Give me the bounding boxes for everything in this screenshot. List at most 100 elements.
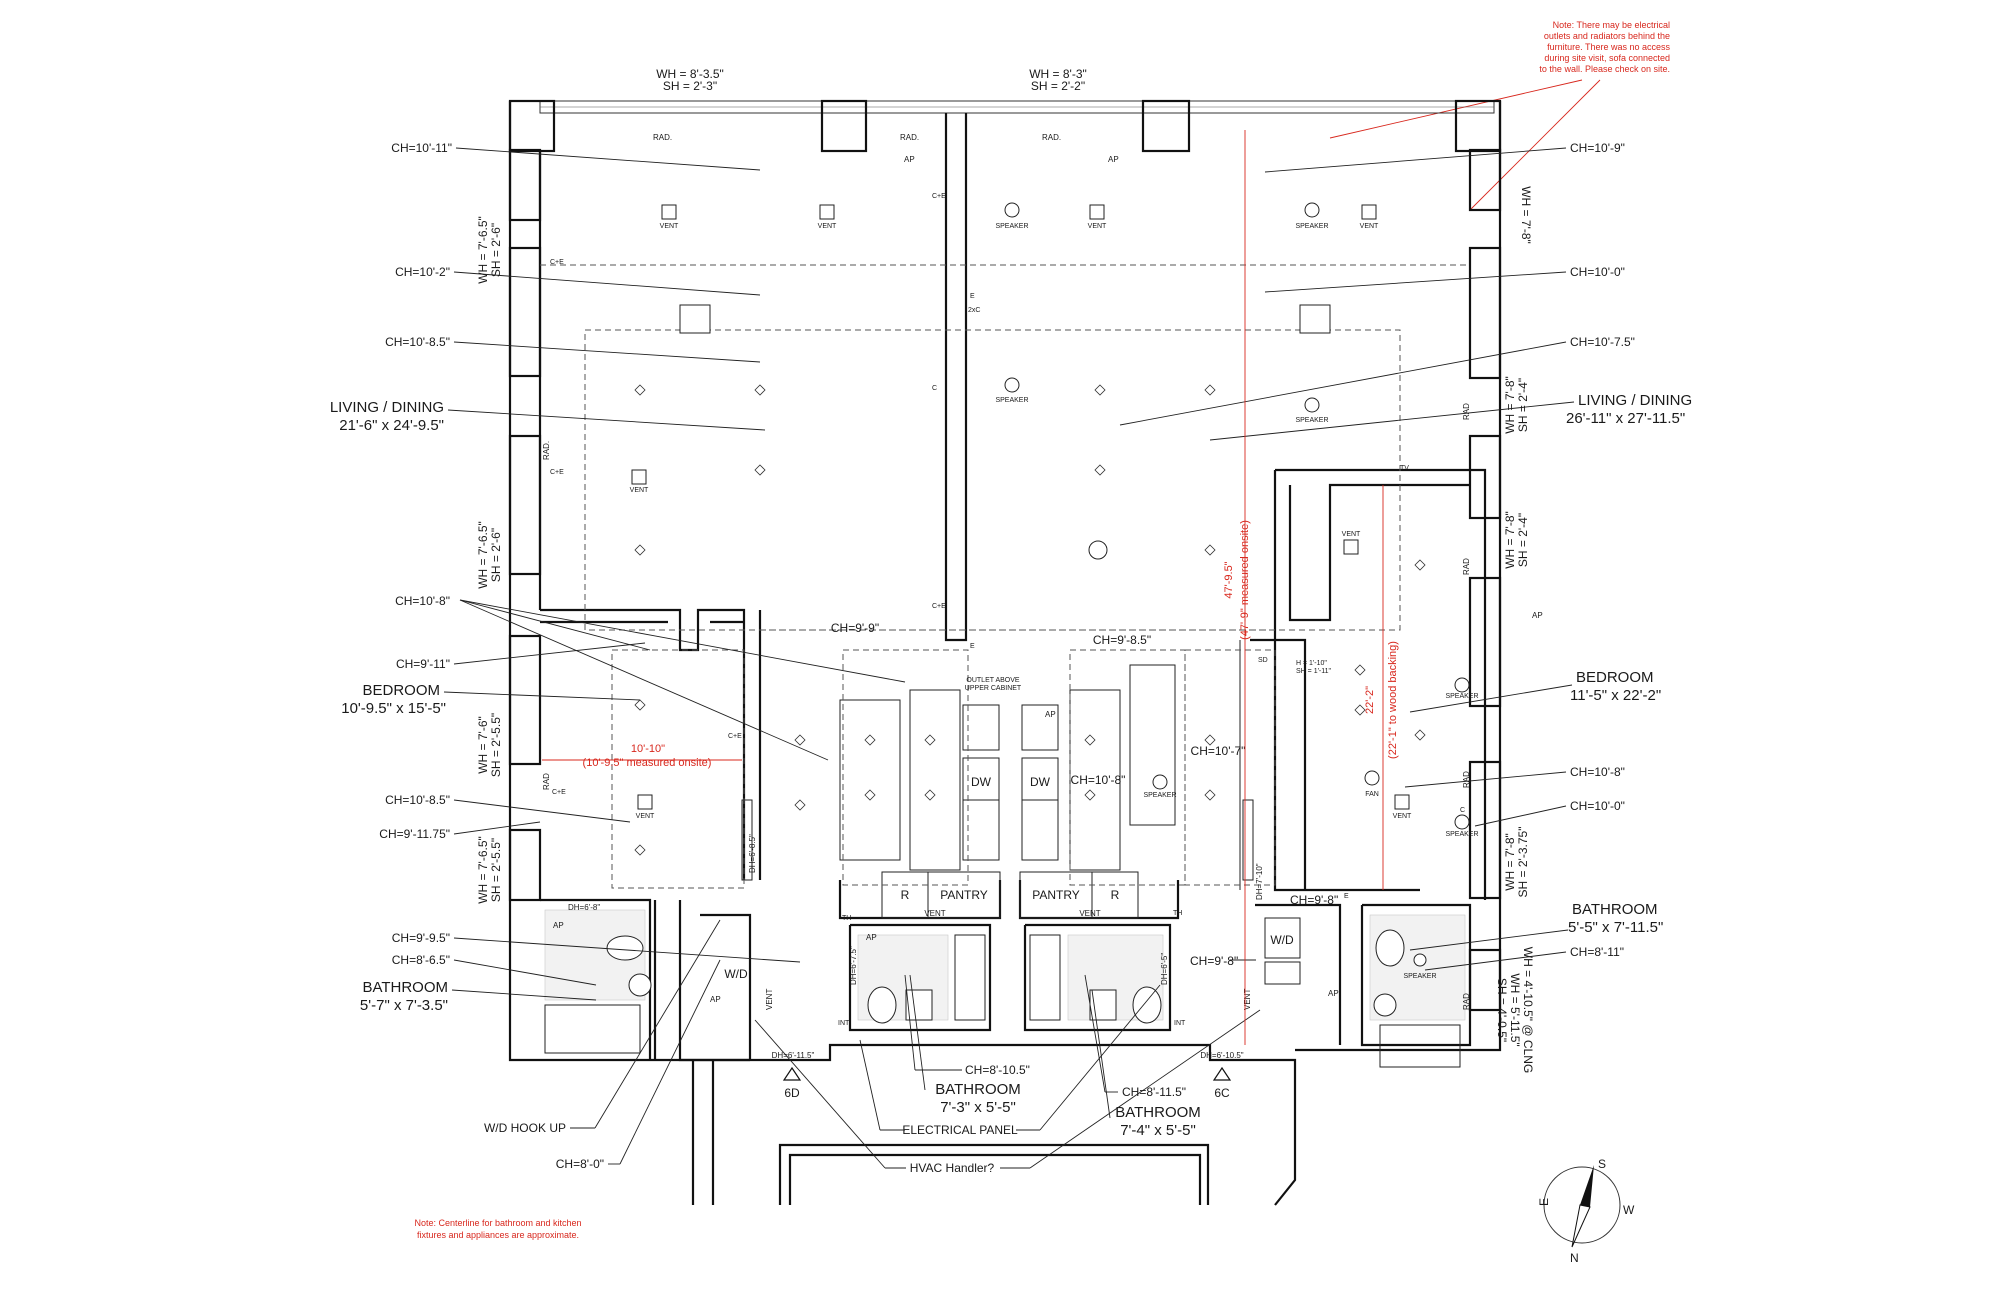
th-label: TH (1173, 910, 1182, 917)
speaker-icon (1413, 953, 1427, 967)
wall-sh-label: SH = 4'-0.5" (1495, 978, 1509, 1042)
note-line-2: outlets and radiators behind the (1544, 31, 1670, 41)
sink-icon (606, 935, 644, 961)
toilet-icon (867, 986, 897, 1024)
room-name-bath-left: BATHROOM (362, 979, 448, 996)
speaker-label: SPEAKER (995, 397, 1028, 404)
ch-label: CH=10'-8" (395, 594, 450, 608)
hvac-label: HVAC Handler? (910, 1161, 995, 1175)
unit-label-6c: 6C (1214, 1086, 1230, 1100)
window-wh-left: WH = 8'-3.5" (656, 67, 724, 81)
wall-sh-label: SH = 2'-5.5" (489, 713, 503, 777)
vent-label: VENT (1342, 531, 1361, 538)
ch-label: CH=8'-11" (1570, 945, 1624, 959)
ch-hall: CH=10'-7" (1191, 744, 1246, 758)
vent-icon (1361, 204, 1377, 220)
wall-sh-label: SH = 2'-4" (1516, 378, 1530, 432)
vent-label: VENT (1393, 813, 1412, 820)
ap-label: AP (1108, 155, 1119, 164)
room-dim-bath-right: 5'-5" x 7'-11.5" (1568, 919, 1663, 936)
room-dim-bath-c2: 7'-4" x 5'-5" (1120, 1122, 1196, 1139)
dim-bed-vertical-note: (22'-1" to wood backing) (1387, 641, 1399, 759)
rad-label: RAD (1462, 771, 1471, 788)
vent-icon (1394, 794, 1410, 810)
ce-label: C+E (552, 789, 566, 796)
left-callouts: CH=10'-11" CH=10'-2" CH=10'-8.5" LIVING … (330, 141, 906, 1171)
wall-wh-label: WH = 7'-6.5" (476, 216, 490, 284)
vent-icon (1343, 539, 1359, 555)
ap-label: AP (710, 995, 721, 1004)
int-label: INT (838, 1020, 850, 1027)
ch-label: CH=10'-7.5" (1570, 335, 1635, 349)
speaker-icon (1304, 397, 1320, 413)
room-name-bath-c2: BATHROOM (1115, 1104, 1201, 1121)
rad-label: RAD. (653, 133, 672, 142)
room-name-bedroom-left: BEDROOM (362, 682, 440, 699)
wall-wh-label: WH = 7'-6.5" (476, 836, 490, 904)
red-dimensions: 10'-10" (10'-9.5" measured onsite) 47'-9… (542, 130, 1399, 1045)
outlet-label-2: UPPER CABINET (965, 685, 1022, 692)
toilet-icon (628, 973, 652, 997)
rad-label: RAD (1462, 993, 1471, 1010)
window-sh-right: SH = 2'-2" (1031, 79, 1085, 93)
sink-icon (1373, 993, 1397, 1017)
wall-sh-label: SH = 2'-3.75" (1516, 827, 1530, 898)
fixture-note-1: Note: Centerline for bathroom and kitche… (414, 1218, 581, 1228)
wall-sh-label: SH = 2'-4" (1516, 513, 1530, 567)
room-name-living-left: LIVING / DINING (330, 399, 444, 416)
c-label: C (1460, 807, 1465, 814)
ceiling-dashes (540, 264, 1470, 889)
room-name-bath-right: BATHROOM (1572, 901, 1658, 918)
speaker-label: SPEAKER (1295, 417, 1328, 424)
fridge-label: R (901, 888, 910, 902)
compass-n-label: N (1570, 1251, 1579, 1265)
c-label: C (932, 385, 937, 392)
ch-label: CH=8'-10.5" (965, 1063, 1030, 1077)
e-label: E (970, 643, 975, 650)
toilet-icon (1132, 986, 1162, 1024)
ch-label: CH=10'-8" (1570, 765, 1625, 779)
speaker-label: SPEAKER (1295, 223, 1328, 230)
wall-wh-label: WH = 5'-11.5" (1508, 973, 1522, 1046)
vent-label: VENT (1079, 909, 1100, 918)
rad-label: RAD. (900, 133, 919, 142)
vent-label: VENT (630, 487, 649, 494)
wall-wh-label: WH = 4'-10.5" @ CLNG (1521, 947, 1535, 1073)
electrical-panel-label: ELECTRICAL PANEL (902, 1123, 1018, 1137)
ce-label: C+E (550, 469, 564, 476)
ch-label: CH=10'-2" (395, 265, 450, 279)
rad-label: RAD (542, 773, 551, 790)
fridge-label: R (1111, 888, 1120, 902)
room-name-bath-c1: BATHROOM (935, 1081, 1021, 1098)
right-callouts: CH=10'-9" CH=10'-0" CH=10'-7.5" LIVING /… (1119, 141, 1692, 971)
pantry-label: PANTRY (940, 888, 988, 902)
light-fixture-icon (1299, 304, 1331, 334)
ch-kitchen-right: CH=9'-8.5" (1093, 633, 1151, 647)
dh-label: DH=6'-8" (568, 903, 600, 912)
vent-icon (1089, 204, 1105, 220)
ch-label: CH=9'-11.75" (379, 827, 450, 841)
vent-label: VENT (636, 813, 655, 820)
bath-tiles (544, 909, 1466, 1021)
room-dim-bedroom-left: 10'-9.5" x 15'-5" (341, 700, 446, 717)
wd-hookup-label: W/D HOOK UP (484, 1121, 566, 1135)
ap-label: AP (1532, 611, 1543, 620)
dw-label: DW (971, 775, 992, 789)
room-dim-living-right: 26'-11" x 27'-11.5" (1566, 410, 1685, 427)
e-label: E (1344, 893, 1349, 900)
int-label: INT (1174, 1020, 1186, 1027)
wall-sh-label: SH = 2'-6" (489, 223, 503, 277)
rad-label: RAD. (542, 441, 551, 460)
dh-label: DH=6'-7.5" (849, 946, 858, 985)
vent-label: VENT (1360, 223, 1379, 230)
h-label: H = 1'-10" (1296, 660, 1327, 667)
note-line-4: during site visit, sofa connected (1544, 53, 1670, 63)
ch-label: CH=10'-11" (391, 141, 452, 155)
vent-icon (637, 794, 653, 810)
dim-bed-vertical: 22'-2" (1364, 686, 1376, 714)
toilet-icon (1375, 929, 1405, 967)
room-dim-bedroom-right: 11'-5" x 22'-2" (1570, 687, 1661, 704)
dh-label: DH=6'-10.5" (1200, 1051, 1243, 1060)
room-dim-bath-left: 5'-7" x 7'-3.5" (360, 997, 448, 1014)
